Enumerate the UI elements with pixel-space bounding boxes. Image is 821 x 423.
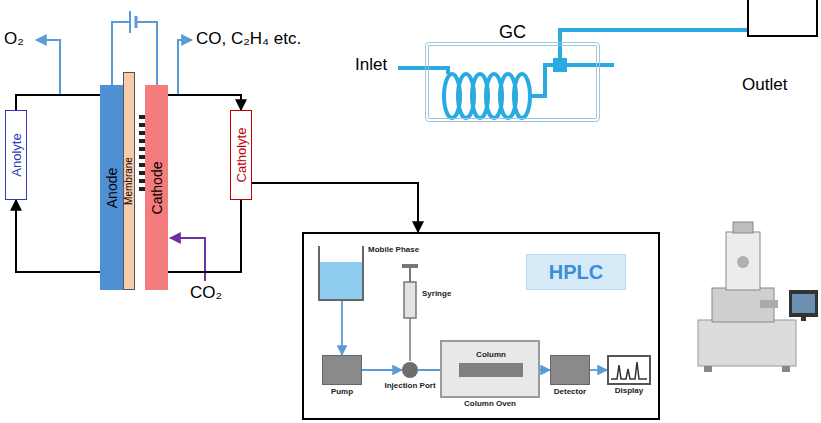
connector-arrow [252, 183, 418, 232]
detector-box: Detector [550, 355, 590, 385]
frame-box [748, 0, 817, 36]
text-label: Outlet [742, 76, 787, 95]
node-text: Anode [105, 167, 119, 207]
text-label: CO₂ [190, 284, 222, 303]
hplc-panel: HPLCMobile PhasePumpInjection PortColumn… [302, 232, 660, 420]
column-oven: Column OvenColumn [440, 340, 540, 398]
node-text: HPLC [549, 261, 603, 283]
connector-arrow [16, 95, 100, 110]
connector-arrow [540, 369, 550, 371]
sem-instrument [698, 222, 818, 372]
injection-port: Injection Port [402, 362, 418, 378]
text-label: CO, C₂H₄ etc. [196, 30, 301, 49]
connector-arrow [362, 369, 402, 371]
connector-arrow [168, 200, 241, 272]
node-text: Injection Port [384, 382, 435, 391]
column-box: Column [459, 363, 523, 377]
cathode-electrode: Cathode [145, 85, 168, 290]
title-box: HPLC [526, 254, 626, 290]
electrolyte-box: Catholyte [230, 110, 252, 200]
node-text: Mobile Phase [368, 246, 419, 255]
connector-arrow [590, 369, 607, 371]
anode-electrode: Anode [100, 85, 123, 290]
node-text: Display [615, 387, 643, 396]
node-text: Cathode [150, 161, 164, 214]
node-text: Column Oven [464, 400, 516, 409]
gc-detector [553, 58, 567, 72]
node-text: Membrane [124, 157, 134, 205]
text-label: O₂ [4, 30, 24, 49]
text-label: Inlet [355, 56, 387, 75]
syringe-symbol [402, 264, 418, 361]
mobile-phase-reservoir: Mobile Phase [318, 246, 364, 301]
display-box: Display [607, 355, 651, 385]
connector-arrow [16, 200, 100, 272]
connector-arrow [341, 301, 343, 355]
electrolyte-box: Anolyte [5, 110, 27, 200]
node-text: Detector [554, 388, 586, 397]
gc-instrument: GC [425, 42, 600, 122]
node-text: GC [499, 23, 526, 43]
node-text: Catholyte [235, 128, 248, 183]
gas-outlet-line [36, 40, 60, 95]
connector-arrow [168, 95, 241, 110]
gas-outlet-line [178, 40, 192, 95]
membrane: Membrane [123, 72, 135, 290]
chromatogram-peaks [609, 357, 649, 383]
co2-inlet-line [170, 238, 205, 281]
node-text: Anolyte [10, 133, 23, 176]
pump-box: Pump [322, 355, 362, 385]
node-text: Column [476, 351, 506, 360]
node-text: Pump [331, 388, 353, 397]
text-label: Syringe [422, 290, 451, 299]
